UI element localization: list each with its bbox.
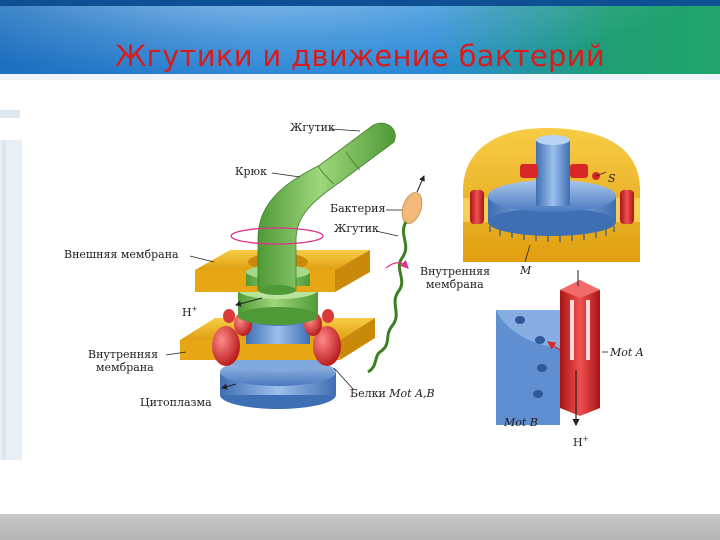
label-hook: Крюк <box>235 165 267 178</box>
label-inner-membrane-left-1: Внутренняя <box>88 348 158 361</box>
footer-bar <box>0 514 720 540</box>
label-flagellum: Жгутик <box>290 121 335 134</box>
label-inner-membrane-right-1: Внутренняя <box>420 265 490 278</box>
label-inner-membrane-left-2: мембрана <box>96 361 154 374</box>
label-h-plus-right: H+ <box>573 435 589 449</box>
label-bacterium: Бактерия <box>330 202 385 215</box>
label-ring-s: S <box>608 172 616 185</box>
ring-cross-section <box>463 128 640 262</box>
label-ring-m: M <box>519 264 532 277</box>
label-cytoplasm: Цитоплазма <box>140 396 212 409</box>
label-h-plus-left: H+ <box>182 305 198 319</box>
motor-assembly <box>180 123 395 409</box>
label-flagellum-small: Жгутик <box>334 222 379 235</box>
mot-detail <box>496 270 608 425</box>
label-mot-a: Mot A <box>609 346 644 359</box>
label-inner-membrane-right-2: мембрана <box>426 278 484 291</box>
label-mot-b: Mot B <box>503 416 538 429</box>
label-outer-membrane: Внешняя мембрана <box>64 248 179 261</box>
label-proteins: Белки Mot A,B <box>350 387 435 400</box>
